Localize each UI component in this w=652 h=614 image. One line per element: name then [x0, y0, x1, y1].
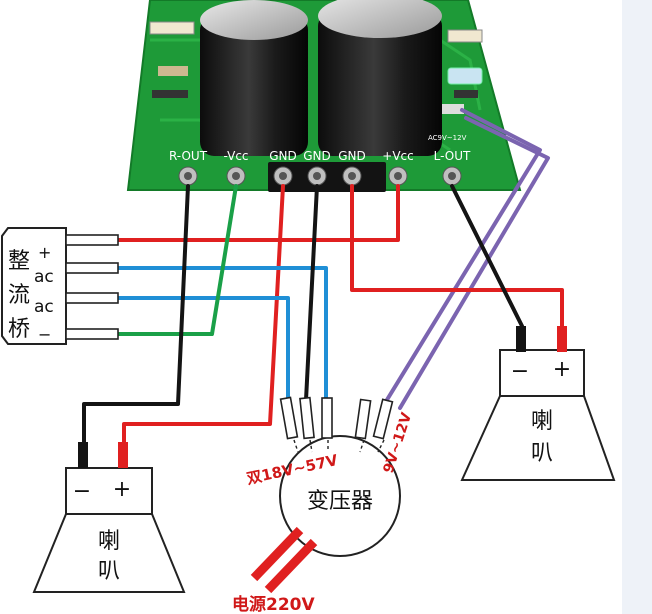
transformer-lead	[354, 398, 372, 440]
rectifier-pin	[65, 262, 119, 274]
board-small-label: AC9V~12V	[428, 134, 467, 142]
speaker-left-black-lead	[78, 442, 88, 468]
transformer-title: 变压器	[307, 489, 373, 514]
transformer-lead	[299, 396, 315, 440]
terminal-label-neg-vcc: -Vcc	[223, 149, 248, 163]
speaker-left: − + 喇 叭	[32, 442, 186, 593]
wire-red-gnd-left-speaker	[122, 184, 285, 462]
speaker-left-red-lead	[118, 442, 128, 468]
terminal-post	[273, 166, 293, 186]
rectifier-pin	[65, 292, 119, 304]
wire-black-r-out	[82, 184, 190, 462]
rectifier-pin-minus: −	[38, 325, 51, 344]
wire-purple-aux-a	[380, 108, 542, 410]
speaker-left-char-2: 叭	[98, 559, 120, 584]
rectifier-pin-ac-2: ac	[34, 297, 54, 317]
terminal-post	[226, 166, 246, 186]
pcb-board: AC9V~12V	[126, 0, 522, 192]
speaker-right-char-1: 喇	[531, 409, 553, 434]
wire-red-pos-vcc	[116, 184, 400, 242]
rectifier-char-2: 流	[8, 283, 30, 308]
resistor	[158, 66, 188, 76]
wire-black-gnd-transformer	[304, 184, 319, 402]
terminal-posts	[178, 166, 462, 186]
speaker-right-black-lead	[516, 326, 526, 352]
capacitor-left	[200, 0, 308, 156]
rectifier-pin	[65, 234, 119, 246]
terminal-post	[178, 166, 198, 186]
speaker-right: − + 喇 叭	[460, 326, 616, 481]
terminal-label-pos-vcc: +Vcc	[382, 149, 413, 163]
terminal-label-gnd-1: GND	[269, 149, 297, 163]
rectifier-bridge: 整 流 桥 + ac ac −	[1, 227, 119, 345]
speaker-right-plus: +	[553, 357, 571, 382]
transformer-mains-label: 电源220V	[232, 594, 315, 614]
capacitor-right	[318, 0, 442, 156]
capacitor-small	[447, 67, 483, 85]
wire-blue-ac-1	[116, 266, 328, 402]
speaker-left-char-1: 喇	[98, 529, 120, 554]
terminal-post	[388, 166, 408, 186]
wire-green-neg-vcc	[116, 184, 238, 336]
terminal-label-l-out: L-OUT	[434, 149, 471, 163]
rectifier-char-3: 桥	[8, 317, 30, 342]
rectifier-pin	[65, 328, 119, 340]
speaker-right-char-2: 叭	[531, 441, 553, 466]
wire-red-gnd-right-speaker	[350, 184, 564, 332]
resistor	[447, 29, 483, 43]
page-edge-strip	[622, 0, 652, 614]
terminal-label-r-out: R-OUT	[169, 149, 208, 163]
speaker-left-plus: +	[113, 477, 131, 502]
wire-black-l-out	[450, 184, 524, 334]
transformer-lead	[321, 397, 333, 439]
resistor	[149, 21, 195, 35]
wire-blue-ac-2	[116, 296, 290, 404]
diode	[152, 90, 188, 98]
rectifier-pin-ac-1: ac	[34, 267, 54, 287]
speaker-right-minus: −	[511, 359, 529, 384]
diode	[454, 90, 478, 98]
terminal-label-gnd-3: GND	[338, 149, 366, 163]
terminal-post	[307, 166, 327, 186]
terminal-post	[342, 166, 362, 186]
connector	[442, 104, 464, 114]
speaker-left-minus: −	[73, 479, 91, 504]
terminal-label-gnd-2: GND	[303, 149, 331, 163]
transformer-primary-leads	[250, 526, 318, 594]
speaker-right-red-lead	[557, 326, 567, 352]
wire-purple-aux-b	[398, 116, 550, 410]
rectifier-char-1: 整	[8, 249, 30, 274]
rectifier-pin-plus: +	[38, 243, 51, 262]
transformer-lead	[372, 398, 394, 440]
transformer: 变压器 双18V~57V 9V~12V 电源220V	[232, 396, 415, 614]
terminal-post	[442, 166, 462, 186]
transformer-lead	[279, 396, 299, 440]
